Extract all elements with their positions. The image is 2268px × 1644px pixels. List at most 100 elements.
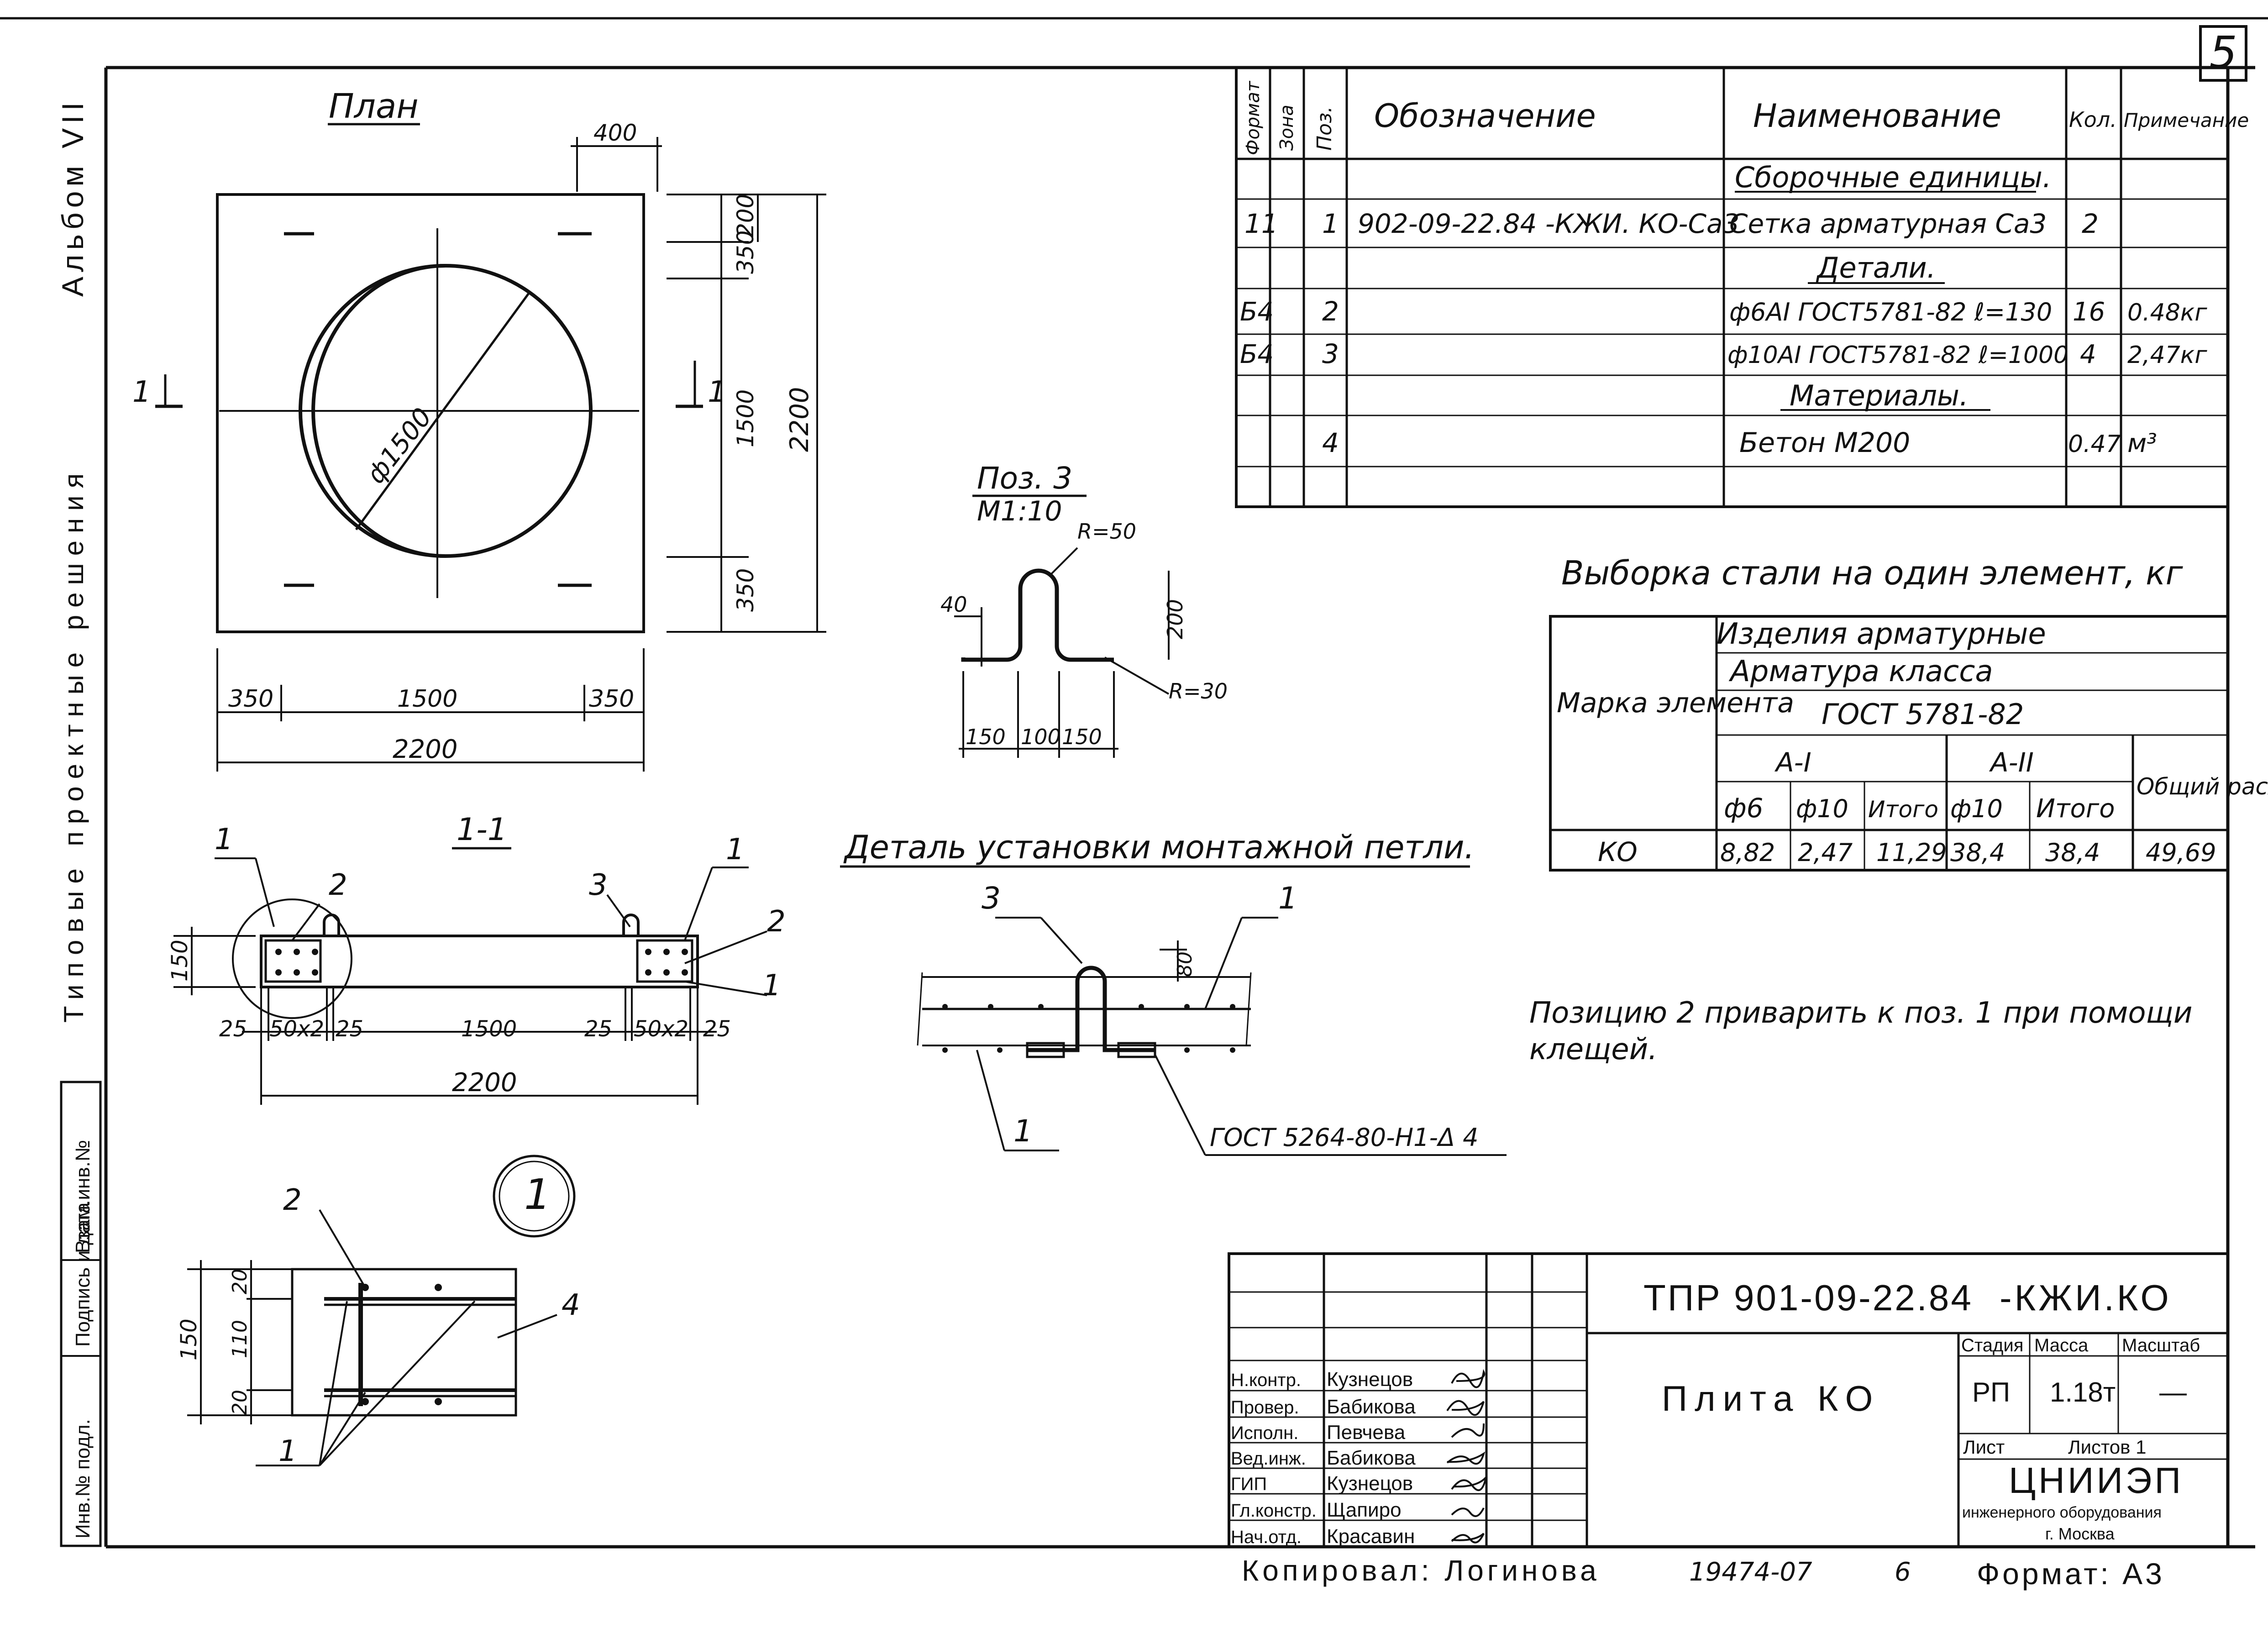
node-dim-150: 150 [176, 1318, 202, 1360]
spec-section-materials: Материалы. [1790, 379, 1969, 412]
spec-row3-name: ф6АI ГОСТ5781-82 ℓ=130 [1729, 298, 2052, 326]
section-dim-25b: 25 [336, 1016, 363, 1042]
tb-name-2: Певчева [1327, 1421, 1406, 1444]
steel-row-mark: КО [1598, 836, 1638, 867]
spec-header-format: Формат [1243, 80, 1264, 155]
plan-section-mark-right: 1 [708, 375, 726, 409]
spec-table: Формат Зона Поз. Обозначение Наименовани… [1235, 66, 2249, 508]
note: Позицию 2 приварить к поз. 1 при помощи … [1529, 996, 2192, 1066]
spec-row1-name: Сетка арматурная Са3 [1729, 208, 2047, 239]
tb-role-0: Н.контр. [1231, 1370, 1301, 1390]
spec-row6-note: м³ [2127, 429, 2157, 458]
steel-val-grand-total: 49,69 [2146, 838, 2216, 867]
footer-copied: Копировал: Логинова [1242, 1554, 1600, 1587]
steel-col-total-a2: Итого [2036, 794, 2115, 824]
spec-header-designation: Обозначение [1374, 97, 1596, 135]
steel-val-f10-a2: 38,4 [1950, 838, 2005, 867]
spec-header-name: Наименование [1753, 97, 2001, 135]
spec-section-details: Детали. [1816, 251, 1936, 284]
tb-org2: инженерного оборудования [1962, 1504, 2162, 1521]
plan-dim-350-bottom: 350 [732, 568, 759, 612]
tb-mass: 1.18т [2050, 1377, 2116, 1408]
steel-class-a1: А-I [1774, 747, 1811, 778]
steel-val-total-a2: 38,4 [2045, 838, 2100, 867]
loop-dim-80: 80 [1173, 951, 1197, 977]
stamp-replace-label: Взам.инв.№ [72, 1140, 94, 1253]
tb-name-0: Кузнецов [1327, 1368, 1413, 1391]
stamp-sign-label: Подпись и дата [72, 1202, 94, 1347]
steel-gost: ГОСТ 5781-82 [1822, 698, 2024, 731]
sheet-number: 5 [2209, 27, 2237, 78]
slab-outline [216, 193, 645, 633]
spec-header-pos: Поз. [1313, 106, 1336, 151]
spec-row1-qty: 2 [2082, 208, 2099, 239]
loop-bar-shape [961, 568, 1114, 662]
node-leader-2: 2 [283, 1183, 302, 1217]
loop-detail-title: Деталь установки монтажной петли. [843, 829, 1475, 866]
spec-row3-pos: 2 [1322, 296, 1339, 327]
section-dim-150: 150 [167, 940, 193, 982]
spec-header-zone: Зона [1276, 105, 1297, 151]
tb-name-5: Щапиро [1327, 1499, 1402, 1521]
pos3-dim-100: 100 [1021, 725, 1061, 749]
node-dim-20-bottom: 20 [228, 1390, 252, 1415]
footer-format: Формат: А3 [1977, 1557, 2165, 1591]
pos3-dim-r50: R=50 [1077, 519, 1136, 544]
section-dim-1500: 1500 [461, 1016, 517, 1042]
spec-header-note: Примечание [2124, 109, 2249, 131]
spec-header-qty: Кол. [2069, 107, 2117, 132]
section-leader-2a: 2 [329, 868, 347, 902]
steel-val-total-a1: 11,29 [1876, 838, 1947, 867]
steel-total-header: Общий расход [2137, 773, 2268, 800]
footer: Копировал: Логинова 19474-07 6 Формат: А… [1242, 1554, 2165, 1591]
steel-col-f10-a2: ф10 [1950, 794, 2003, 823]
section-dim-25a: 25 [219, 1016, 247, 1042]
tb-sheets-label: Листов 1 [2068, 1436, 2147, 1458]
tb-suffix: -КЖИ.КО [2000, 1277, 2172, 1318]
pos3-dim-40: 40 [940, 592, 967, 617]
tb-sheet-label: Лист [1963, 1436, 2005, 1458]
section-title: 1-1 [457, 812, 507, 848]
tb-scale: — [2159, 1377, 2187, 1408]
loop-leader-1-bottom: 1 [1013, 1114, 1033, 1149]
tb-org: ЦНИИЭП [2009, 1460, 2184, 1501]
section-slab [260, 935, 699, 988]
detail-node: 1 2 4 1 150 20 110 20 [176, 1155, 580, 1468]
tb-stage-label: Стадия [1961, 1335, 2023, 1355]
spec-row4-qty: 4 [2080, 340, 2096, 369]
section-dim-50x2a: 50x2 [269, 1016, 324, 1042]
tb-city: г. Москва [2045, 1524, 2115, 1543]
spec-row4-format: Б4 [1240, 340, 1274, 369]
pos3-title: Поз. 3 [977, 461, 1072, 496]
spec-row6-qty: 0.47 [2068, 431, 2121, 458]
loop-weld-note: ГОСТ 5264-80-Н1-Δ 4 [1210, 1123, 1478, 1152]
pos3-dim-r30: R=30 [1169, 679, 1228, 704]
tb-name-4: Кузнецов [1327, 1472, 1413, 1495]
tb-role-4: ГИП [1231, 1474, 1267, 1494]
steel-col-f10-a1: ф10 [1796, 794, 1848, 823]
spec-row3-note: 0.48кг [2127, 299, 2207, 326]
tb-stage: РП [1972, 1377, 2010, 1408]
pos3-view: Поз. 3 М1:10 40 R=50 200 R=30 150 100 15… [940, 461, 1228, 758]
plan-dim-2200-right: 2200 [785, 387, 814, 452]
stamp-inv-label: Инв.№ подл. [72, 1419, 94, 1539]
steel-col-total-a1: Итого [1868, 796, 1938, 823]
section-leader-1b: 1 [726, 833, 745, 867]
section-leader-1a: 1 [215, 823, 233, 856]
plan-dim-400: 400 [593, 120, 637, 146]
steel-class-label: Арматура класса [1728, 655, 1993, 688]
spec-row4-pos: 3 [1322, 338, 1339, 369]
signatures [1446, 1369, 1488, 1544]
loop-in-slab [1027, 966, 1155, 1052]
plan-dim-1500-bottom: 1500 [397, 685, 457, 713]
pos3-dim-150b: 150 [1062, 725, 1102, 749]
tb-role-6: Нач.отд. [1231, 1527, 1302, 1547]
pos3-scale: М1:10 [977, 495, 1062, 527]
steel-class-a2: А-II [1989, 747, 2034, 778]
pos3-dim-150a: 150 [966, 725, 1006, 749]
section-dim-25d: 25 [703, 1016, 731, 1042]
spec-row6-name: Бетон М200 [1739, 427, 1910, 459]
section-dim-25c: 25 [584, 1016, 612, 1042]
footer-number: 19474-07 [1689, 1557, 1812, 1587]
